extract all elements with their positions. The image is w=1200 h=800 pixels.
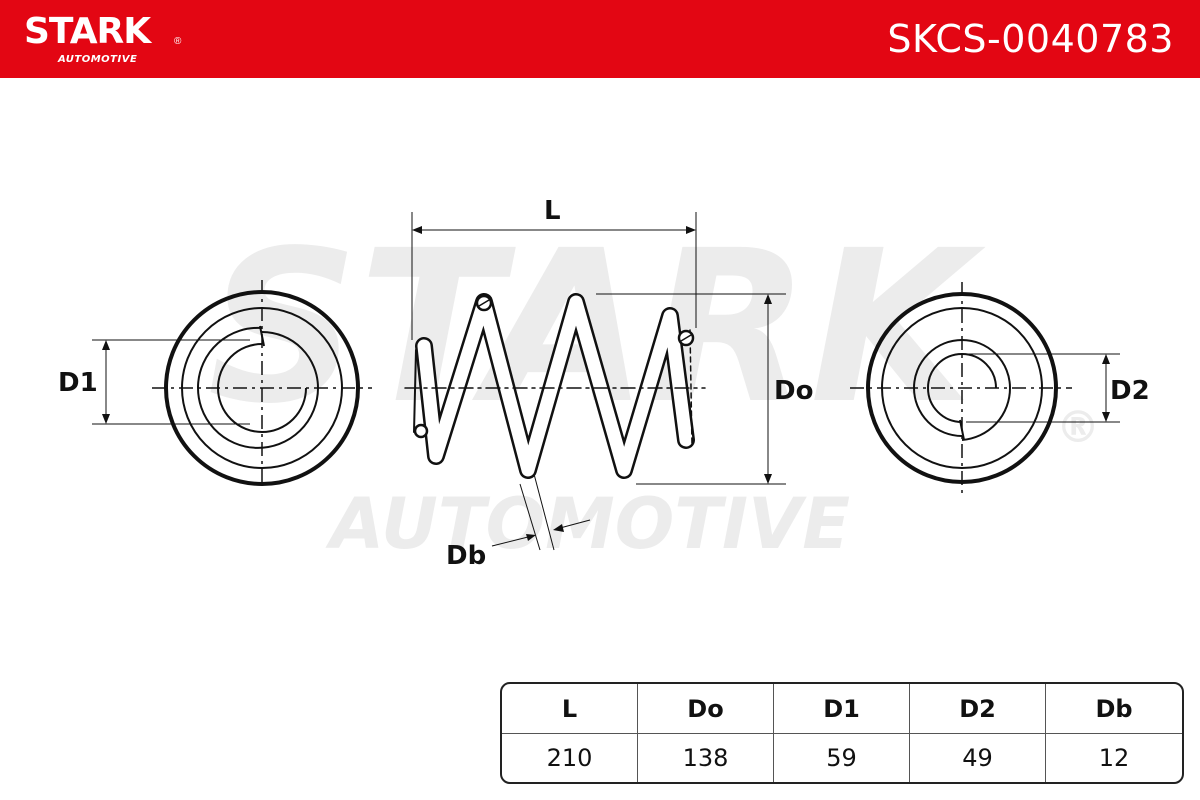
- d1-dimension: [92, 339, 250, 425]
- watermark-brand: STARK: [207, 205, 985, 450]
- d2-dimension: [966, 353, 1120, 423]
- right-end-view: [850, 282, 1072, 494]
- label-outer-diameter: Do: [774, 376, 814, 406]
- db-dimension: [491, 473, 591, 551]
- spec-header-l: L: [502, 684, 638, 734]
- do-dimension: [596, 293, 786, 485]
- watermark-registered: ®: [1056, 402, 1100, 453]
- watermark-sub: AUTOMOTIVE: [325, 483, 850, 565]
- part-number: SKCS-0040783: [887, 17, 1174, 61]
- spec-table-header-row: L Do D1 D2 Db: [502, 684, 1182, 734]
- label-length: L: [544, 196, 561, 226]
- spring-side-view: [404, 293, 706, 479]
- spec-value-db: 12: [1098, 744, 1130, 772]
- spec-header-d2: D2: [910, 684, 1046, 734]
- spring-diagram: STARK AUTOMOTIVE ®: [92, 205, 1120, 565]
- header-bar: STARK ® AUTOMOTIVE SKCS-0040783: [0, 0, 1200, 78]
- spec-header-d1: D1: [774, 684, 910, 734]
- label-wire-diameter: Db: [446, 541, 487, 571]
- spec-value-d2: 49: [910, 734, 1046, 782]
- brand-registered-mark: ®: [174, 36, 182, 47]
- spec-value-do: 138: [638, 734, 774, 782]
- header-background: [0, 0, 1200, 78]
- spec-header-do: Do: [638, 684, 774, 734]
- spec-value-l: 210: [502, 734, 638, 782]
- brand-subtitle: AUTOMOTIVE: [58, 54, 138, 65]
- spec-header-db: Db: [1046, 684, 1182, 734]
- spec-table-value-row: 210 138 59 49 12: [502, 734, 1182, 782]
- brand-name: STARK: [24, 11, 151, 52]
- left-end-view: [152, 280, 372, 488]
- l-dimension: [411, 212, 697, 340]
- brand-logo: STARK ® AUTOMOTIVE: [24, 11, 181, 66]
- spec-table: L Do D1 D2 Db 210 138 59 49 12: [500, 682, 1184, 784]
- label-inner-diameter-2: D2: [1110, 376, 1150, 406]
- label-inner-diameter-1: D1: [58, 368, 98, 398]
- spec-value-d1: 59: [774, 734, 910, 782]
